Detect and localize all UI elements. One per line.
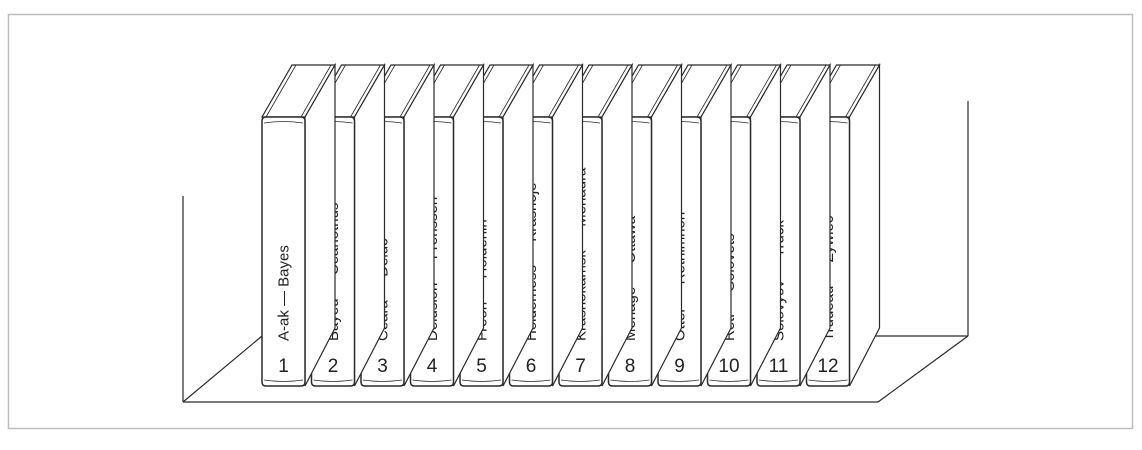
- book-number: 8: [625, 356, 636, 377]
- book-side-face: [749, 62, 782, 387]
- book-number: 2: [328, 356, 339, 377]
- book-side-face: [601, 62, 633, 387]
- shelf: [182, 101, 969, 403]
- book-side-face: [403, 62, 435, 387]
- books: Trudeau — Zywiec12Solovyov — Truck11Reti…: [260, 62, 881, 387]
- book-side-face: [353, 62, 386, 387]
- book-side-face: [452, 62, 485, 387]
- book-title: A-ak — Bayes: [276, 245, 293, 341]
- shelf-right-floor-edge: [877, 335, 969, 403]
- book-spine: [261, 116, 306, 387]
- book-number: 1: [278, 356, 289, 377]
- book-number: 5: [476, 356, 487, 377]
- book-number: 6: [526, 356, 537, 377]
- book-number: 9: [674, 356, 685, 377]
- shelf-left-floor-edge: [182, 335, 263, 403]
- book-side-face: [799, 62, 831, 387]
- book-side-face: [502, 62, 534, 387]
- book-number: 4: [427, 356, 438, 377]
- book-side-face: [551, 62, 584, 387]
- book-number: 7: [575, 356, 586, 377]
- book-cover-line: [265, 64, 332, 118]
- book-side-face: [650, 62, 683, 387]
- book-number: 11: [769, 356, 789, 377]
- book-number: 12: [817, 356, 838, 377]
- book-volume-1: A-ak — Bayes 1: [260, 62, 337, 387]
- book-side-face: [304, 62, 336, 387]
- book-side-face: [700, 62, 732, 387]
- book-side-face: [848, 62, 881, 387]
- book-number: 10: [718, 356, 739, 377]
- figure-frame: [7, 13, 1134, 430]
- spine-bands: [263, 121, 304, 382]
- book-number: 3: [377, 356, 388, 377]
